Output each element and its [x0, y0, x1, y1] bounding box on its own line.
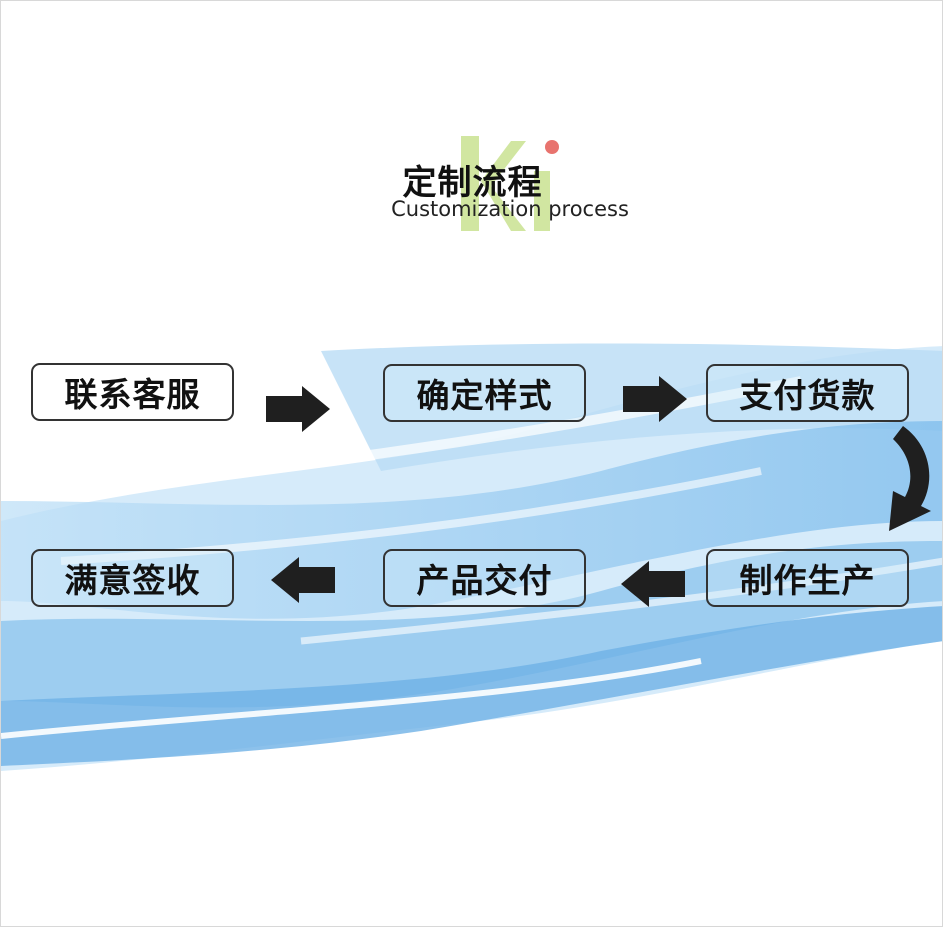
step-contact-service: 联系客服: [31, 363, 234, 421]
kanghao-logo: [461, 136, 559, 231]
arrow-left-icon: [271, 557, 335, 603]
curved-arrow-down-icon: [889, 426, 931, 531]
step-delivery: 产品交付: [383, 549, 586, 607]
step-confirm-style: 确定样式: [383, 364, 586, 422]
arrow-left-icon: [621, 561, 685, 607]
page-title: 定制流程: [402, 163, 543, 203]
step-sign-receipt: 满意签收: [31, 549, 234, 607]
page-subtitle: Customization process: [391, 197, 629, 221]
arrow-right-icon: [623, 376, 687, 422]
step-payment: 支付货款: [706, 364, 909, 422]
arrow-right-icon: [266, 386, 330, 432]
step-production: 制作生产: [706, 549, 909, 607]
